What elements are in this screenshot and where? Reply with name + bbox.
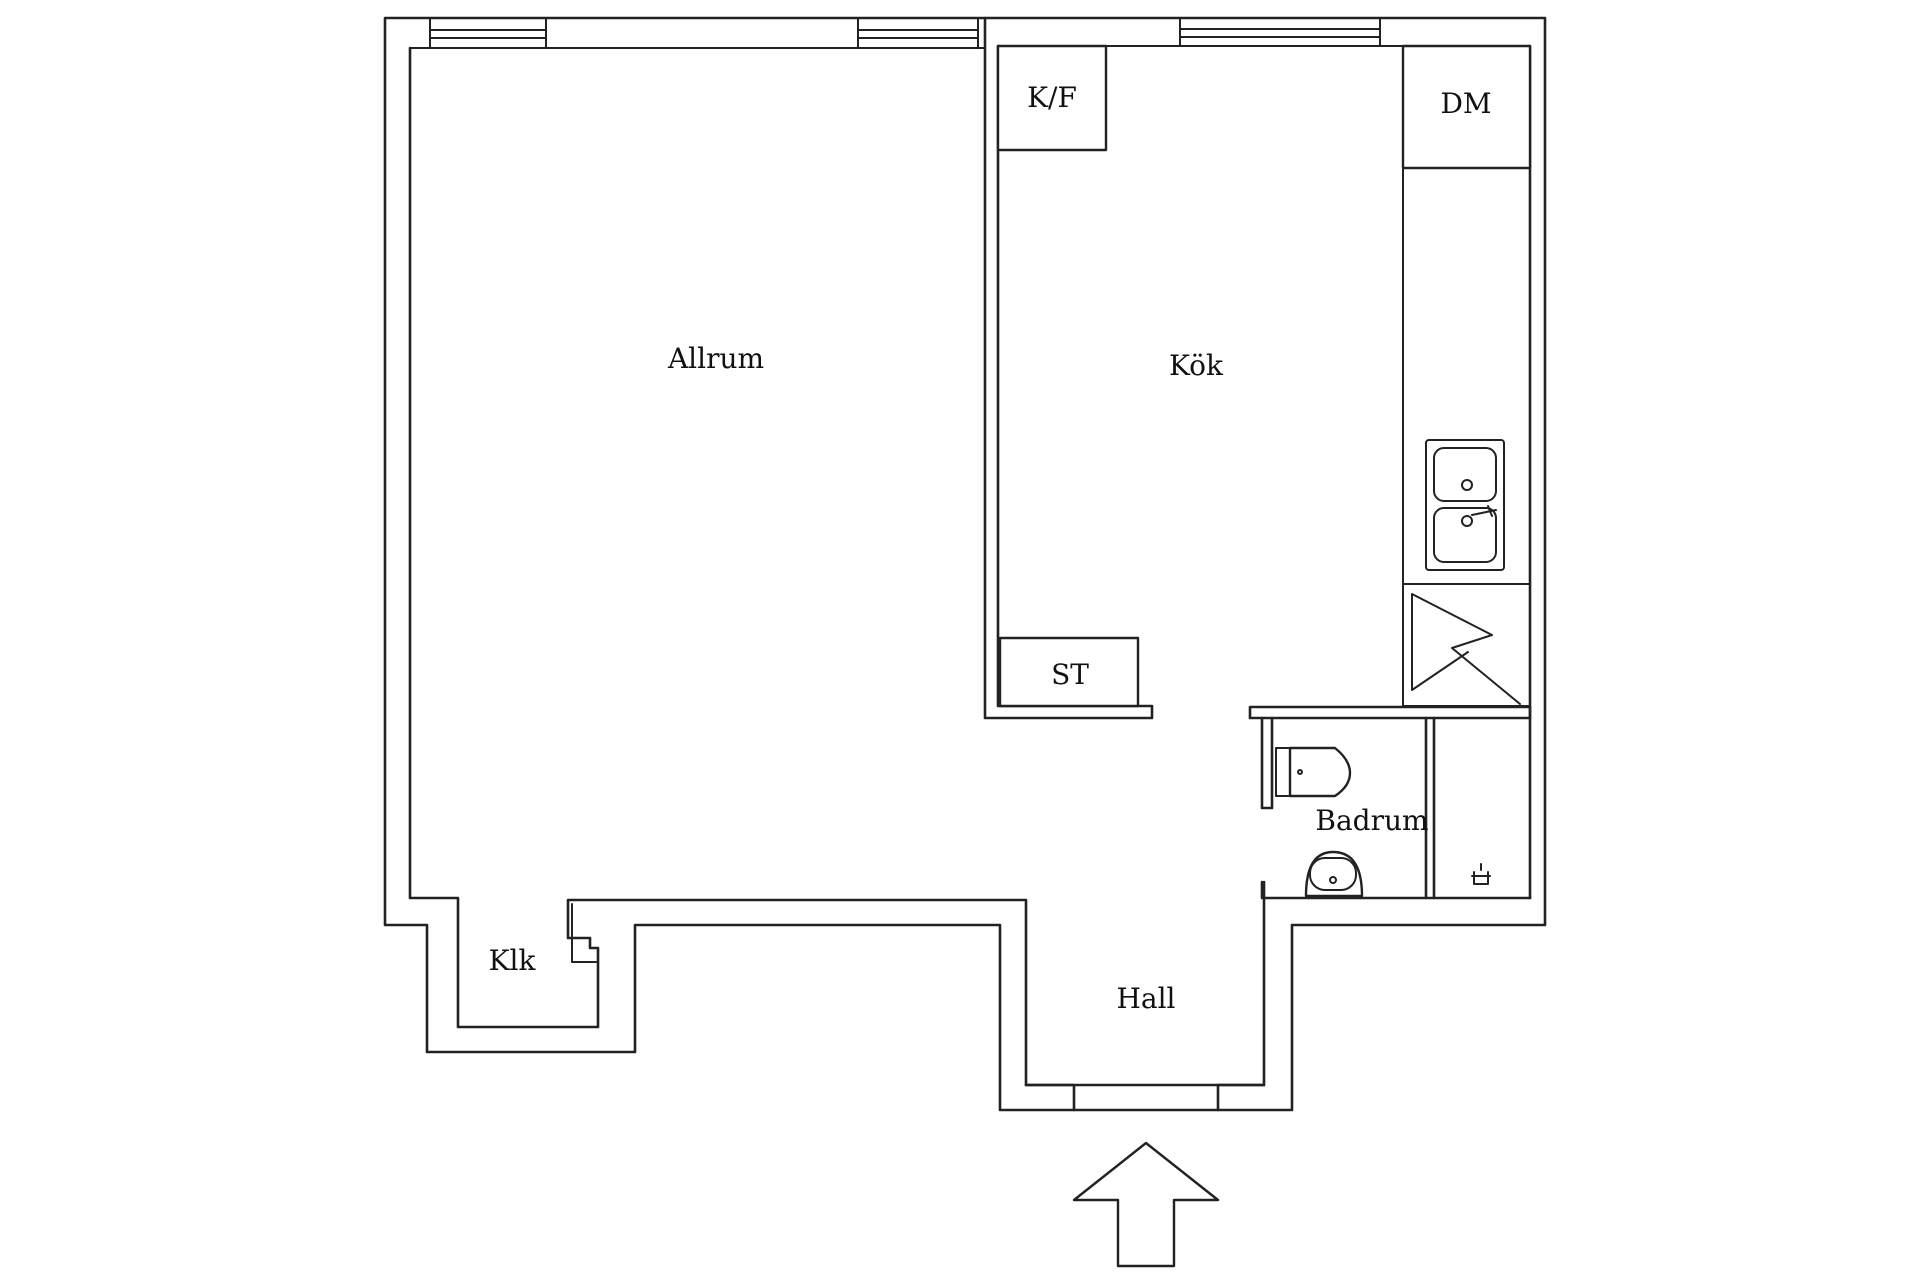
storage-cabinet-label: ST: [1051, 658, 1089, 691]
double-sink-icon: [1425, 439, 1505, 571]
room-label-klk: Klk: [489, 944, 537, 977]
inner-wall: [408, 46, 1266, 1087]
toilet-icon: [1275, 746, 1352, 798]
window-allrum-1: [429, 17, 547, 49]
outer-wall: [383, 16, 1547, 1112]
room-label-hall: Hall: [1116, 982, 1175, 1015]
faucet-icon: [1471, 863, 1491, 885]
door-jamb-left: [1024, 1083, 1076, 1112]
room-label-allrum: Allrum: [667, 342, 764, 375]
fridge-freezer: [996, 44, 1108, 152]
dishwasher-label: DM: [1440, 87, 1491, 120]
fridge-freezer-label: K/F: [1027, 81, 1077, 114]
window-kok: [1179, 17, 1381, 47]
room-label-kok: Kök: [1169, 349, 1224, 382]
window-allrum-2: [857, 17, 979, 49]
bathroom-top-wall: [1248, 705, 1532, 720]
chimney-icon: [1402, 583, 1531, 707]
kitchen-partition-wall: [983, 16, 1154, 720]
room-label-badrum: Badrum: [1315, 804, 1428, 837]
bathroom-shaft-wall: [1424, 716, 1436, 900]
bathroom-west-wall-lower: [1260, 880, 1532, 900]
bathroom-west-wall: [1260, 716, 1274, 810]
klk-inner-wall: [571, 903, 597, 963]
door-jamb-right: [1216, 1083, 1266, 1112]
dishwasher: [1401, 44, 1532, 170]
arrow-up-icon: [1072, 1141, 1220, 1268]
washbasin-icon: [1304, 850, 1364, 898]
storage-cabinet: [998, 636, 1140, 708]
windows: [429, 17, 1381, 49]
